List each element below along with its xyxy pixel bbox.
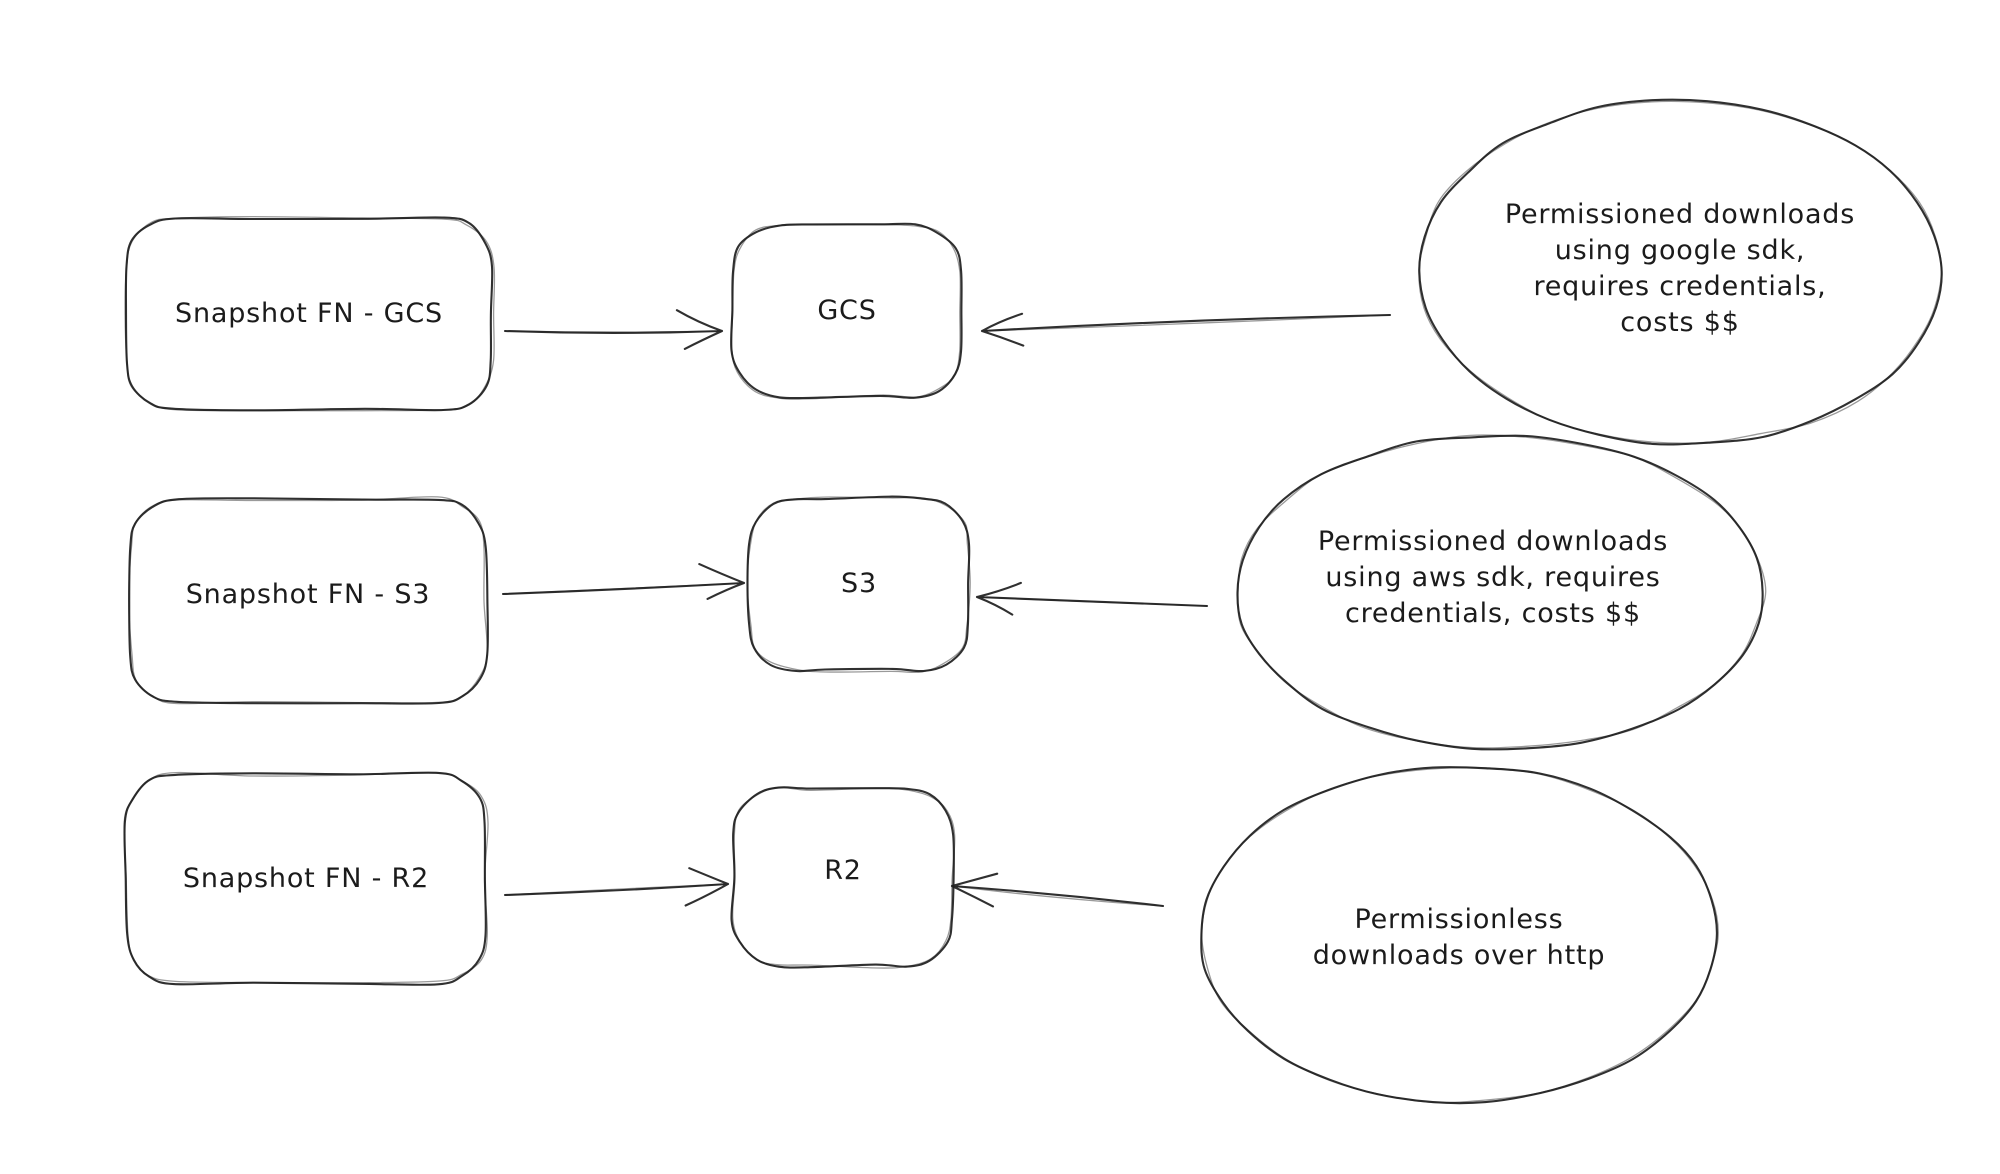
sketch-stroke (503, 867, 730, 907)
arrow-note-s3-to-s3[interactable] (975, 581, 1209, 616)
sketch-stroke (128, 497, 489, 705)
sketch-stroke (951, 885, 1164, 907)
sketch-stroke (128, 496, 488, 705)
node-s3[interactable] (746, 495, 971, 674)
sketch-stroke (950, 872, 1165, 908)
sketch-stroke (123, 771, 487, 986)
node-r2[interactable] (730, 786, 956, 969)
sketch-stroke (976, 596, 1208, 607)
sketch-stroke (1200, 766, 1718, 1105)
sketch-stroke (980, 312, 1392, 347)
arrow-note-r2-to-r2[interactable] (950, 872, 1165, 908)
sketch-stroke (1418, 98, 1943, 446)
sketch-stroke (1418, 100, 1943, 444)
sketch-stroke (504, 883, 729, 896)
sketch-stroke (503, 309, 724, 350)
sketch-stroke (746, 495, 971, 673)
sketch-stroke (1236, 434, 1764, 751)
sketch-stroke (730, 786, 955, 969)
sketch-stroke (1237, 434, 1767, 749)
sketch-stroke (124, 216, 494, 412)
arrow-note-gcs-to-gcs[interactable] (980, 312, 1392, 347)
sketch-stroke (504, 330, 723, 333)
sketch-stroke (124, 215, 496, 412)
sketch-stroke (730, 222, 963, 400)
node-note-s3[interactable] (1236, 434, 1767, 751)
sketch-stroke (731, 223, 961, 400)
node-note-gcs[interactable] (1418, 98, 1943, 446)
arrow-snapshot-fn-r2-to-r2[interactable] (503, 867, 730, 907)
sketch-stroke (981, 314, 1391, 332)
node-snapshot-fn-s3[interactable] (128, 496, 489, 705)
sketch-stroke (746, 496, 971, 674)
sketch-stroke (1201, 766, 1719, 1104)
arrow-snapshot-fn-s3-to-s3[interactable] (501, 563, 746, 600)
node-snapshot-fn-gcs[interactable] (124, 215, 496, 412)
sketch-stroke (731, 786, 956, 969)
node-gcs[interactable] (730, 222, 963, 400)
node-snapshot-fn-r2[interactable] (123, 771, 489, 986)
sketch-stroke (975, 581, 1209, 616)
node-note-r2[interactable] (1200, 766, 1719, 1105)
sketch-stroke (502, 582, 745, 595)
sketch-stroke (123, 771, 489, 984)
arrow-snapshot-fn-gcs-to-gcs[interactable] (503, 309, 724, 350)
sketch-stroke (501, 563, 746, 600)
